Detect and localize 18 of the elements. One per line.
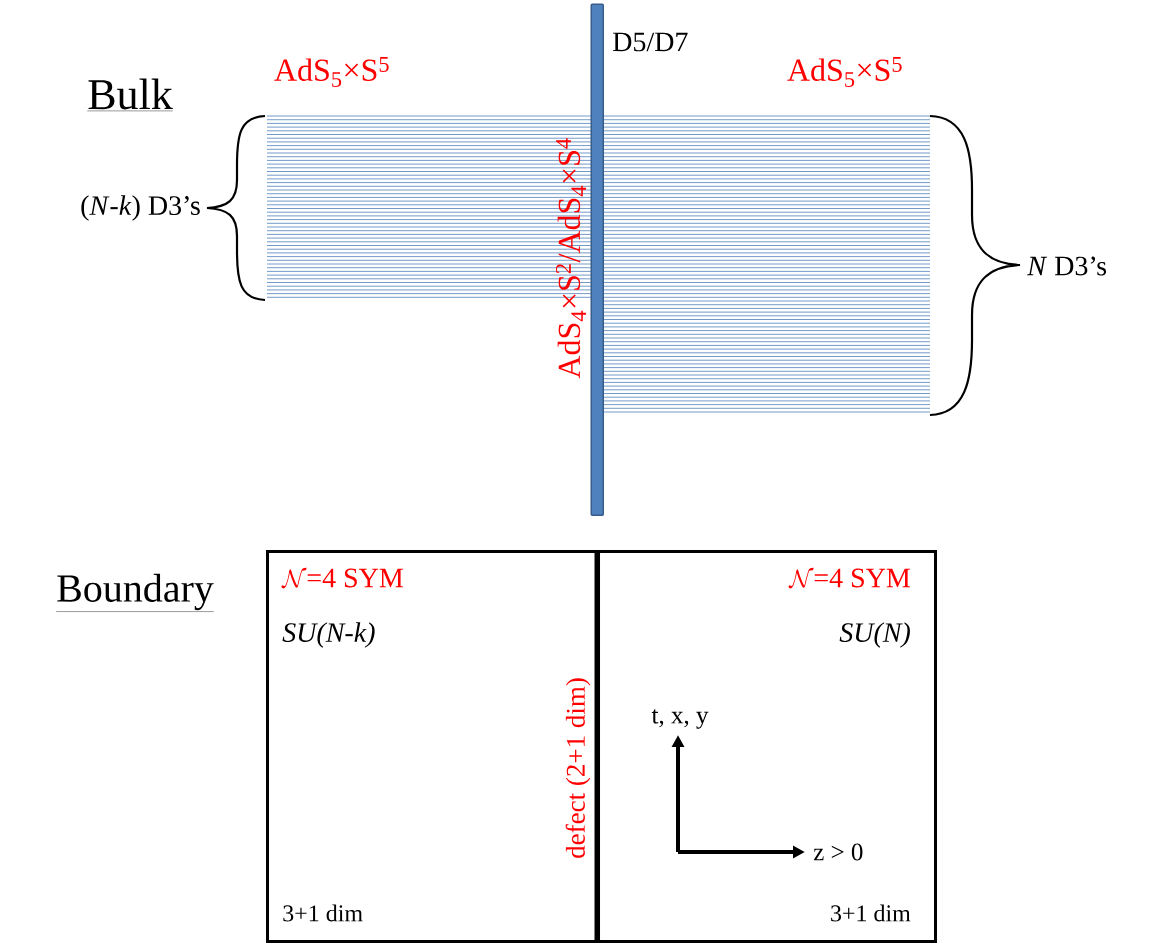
axis-label: z > 0	[813, 843, 863, 861]
gauge-group: SU(N)	[839, 622, 910, 648]
boundary-panel	[597, 550, 937, 943]
dimension-text: 3+1 dim	[831, 904, 911, 922]
section-heading: Bulk	[87, 78, 173, 112]
section-heading: Boundary	[55, 573, 215, 612]
stack-label: N D3’s	[1027, 256, 1107, 276]
gauge-group: SU(N-k)	[282, 622, 375, 648]
axis-label: t, x, y	[651, 709, 709, 729]
geometry-label: AdS$_{5}$×S$^{5}$	[787, 57, 902, 87]
brane-bar	[590, 3, 604, 516]
defect-label: defect (2+1 dim)	[565, 678, 591, 858]
dimension-text: 3+1 dim	[283, 904, 363, 922]
geometry-label: AdS$_{5}$×S$^{5}$	[274, 57, 389, 87]
model-heading: $\mathcal{N}\textrm{=4 SYM}$	[281, 567, 403, 589]
boundary-panel	[266, 550, 600, 943]
stack-label: (N-k) D3’s	[81, 195, 200, 221]
model-heading: $\mathcal{N}\textrm{=4 SYM}$	[788, 567, 910, 589]
